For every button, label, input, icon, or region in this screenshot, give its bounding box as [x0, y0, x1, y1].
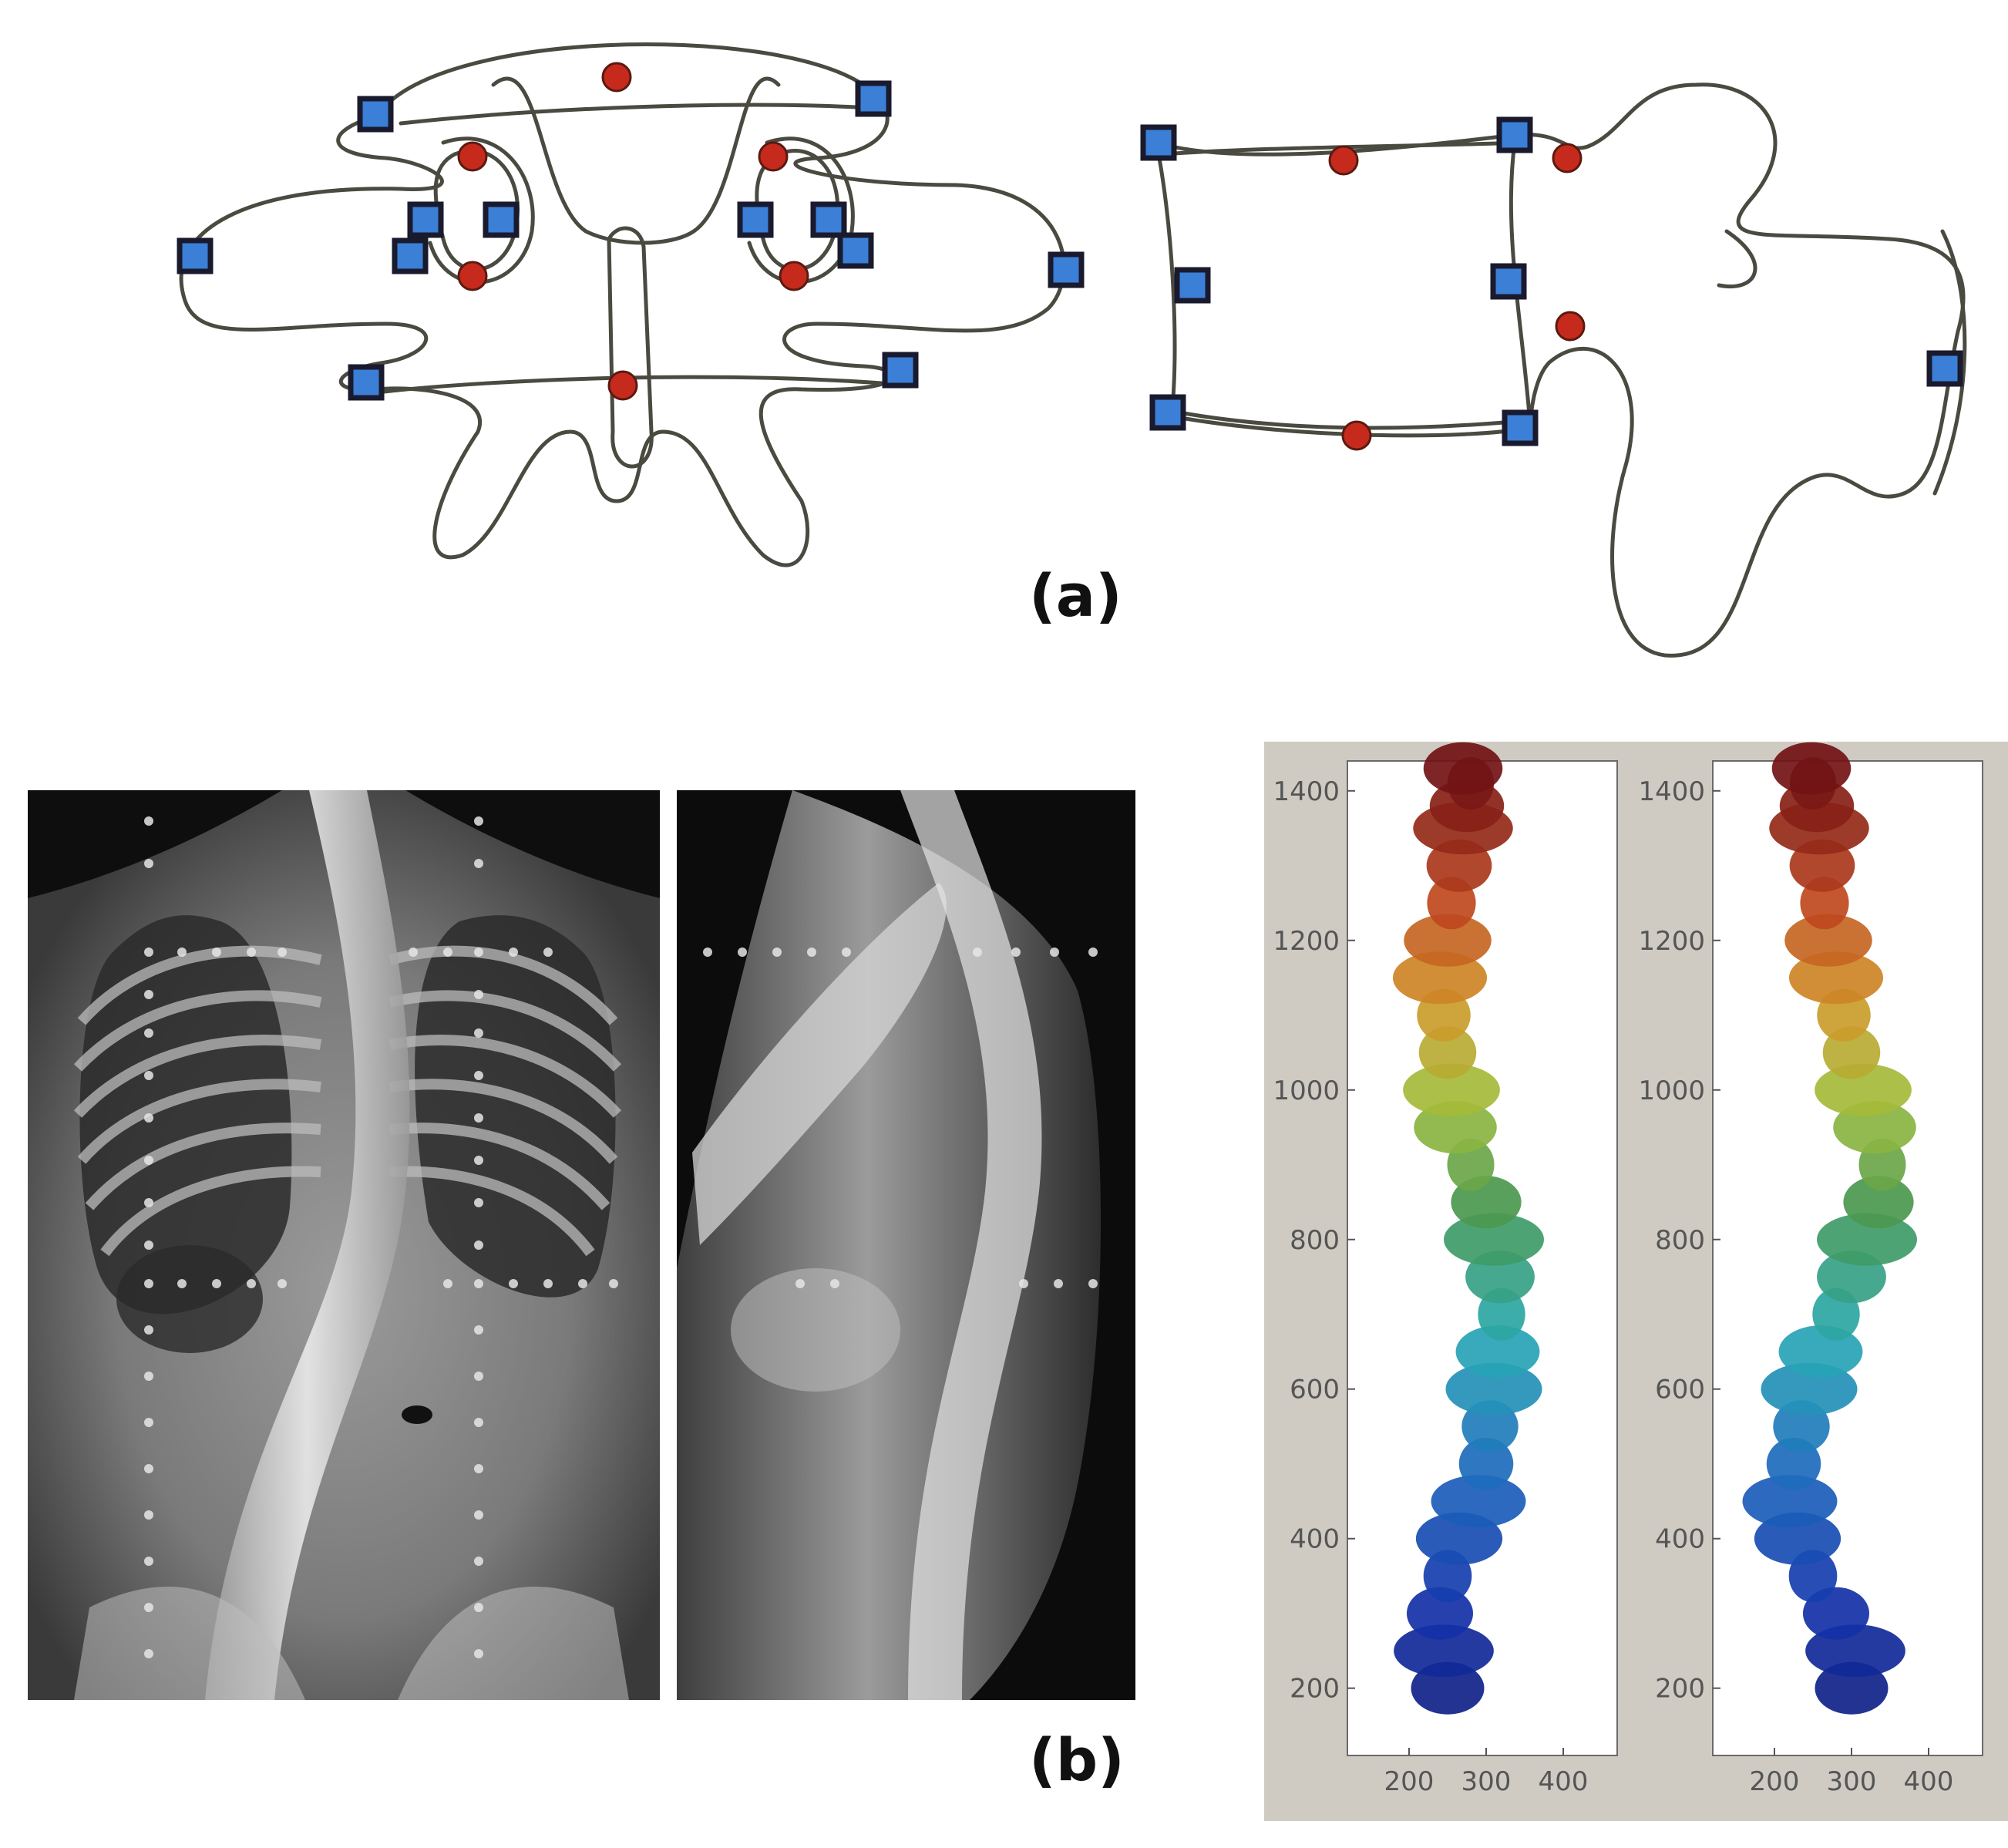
y-tick-label: 400	[1290, 1524, 1340, 1555]
y-tick-label: 1200	[1638, 926, 1705, 957]
lateral-facet-curve	[1717, 229, 1757, 288]
axial-right-pedicle-outer	[747, 136, 855, 284]
axial-canal	[491, 76, 781, 245]
y-tick-label: 600	[1655, 1375, 1705, 1405]
plot-2-marks	[1742, 742, 1917, 1715]
figure-label-a: (a)	[1029, 561, 1122, 630]
vertebra-point-cluster	[1843, 1176, 1914, 1229]
x-tick-label: 400	[1904, 1766, 1954, 1797]
spine-point-cloud-plots: 200 400 600 800 1000 1200 1400 200 300 400 200 400…	[1264, 742, 2008, 1821]
vertebra-point-cluster	[1815, 1063, 1912, 1116]
lateral-radiograph-svg	[677, 790, 1135, 1700]
round-landmark-marker	[457, 62, 1586, 451]
y-tick-label: 1200	[1273, 926, 1340, 957]
axial-right-pedicle-inner	[755, 149, 840, 271]
vertebra-point-cluster	[1445, 1362, 1542, 1415]
y-tick-label: 200	[1655, 1674, 1705, 1705]
y-tick-label: 1400	[1273, 776, 1340, 807]
axial-upper-bar	[399, 103, 873, 126]
vertebra-point-cluster	[1403, 1063, 1500, 1116]
vertebra-point-cluster	[1444, 1213, 1544, 1266]
frontal-radiograph	[28, 790, 660, 1700]
vertebra-point-cluster	[1742, 1475, 1838, 1528]
square-landmarks	[177, 80, 1963, 446]
vertebra-point-cluster	[1431, 1475, 1526, 1528]
plot-1-marks	[1392, 742, 1544, 1715]
x-tick-label: 300	[1827, 1766, 1877, 1797]
axial-spinous-process	[607, 226, 654, 469]
figure-label-b: (b)	[1029, 1725, 1125, 1794]
x-tick-label: 200	[1750, 1766, 1800, 1797]
vertebra-point-cluster	[1394, 1624, 1494, 1678]
point-cloud-plot-svg: 200 400 600 800 1000 1200 1400 200 300 400 200 400…	[1264, 742, 2008, 1821]
x-tick-label: 200	[1384, 1766, 1435, 1797]
vertebra-point-cluster	[1423, 742, 1503, 795]
vertebra-outline-svg	[177, 42, 1967, 658]
y-tick-label: 800	[1290, 1225, 1340, 1256]
lateral-lower-endplate	[1177, 410, 1532, 430]
y-tick-label: 800	[1655, 1225, 1705, 1256]
x-tick-label: 300	[1461, 1766, 1512, 1797]
y-tick-label: 1400	[1638, 776, 1705, 807]
lateral-spinous-tip	[1932, 229, 1967, 496]
vertebra-point-cluster	[1455, 1325, 1540, 1378]
y-tick-label: 1000	[1273, 1075, 1340, 1106]
vertebra-point-cluster	[1817, 1213, 1917, 1266]
y-tick-label: 1000	[1638, 1075, 1705, 1106]
plot-2-ticks: 200 400 600 800 1000 1200 1400 200 300 400	[1638, 776, 1953, 1797]
axial-left-pedicle-inner	[433, 149, 520, 271]
vertebra-point-cluster	[1784, 914, 1872, 967]
y-tick-label: 600	[1290, 1375, 1340, 1405]
axial-vertebra-outline	[179, 42, 1066, 567]
plot-1-ticks: 200 400 600 800 1000 1200 1400 200 300 400	[1273, 776, 1588, 1797]
lateral-radiograph	[677, 790, 1135, 1700]
vertebra-point-cluster	[1404, 914, 1492, 967]
x-tick-label: 400	[1539, 1766, 1589, 1797]
vertebra-point-cluster	[1418, 1026, 1477, 1079]
square-landmark-marker	[177, 80, 1963, 446]
y-tick-label: 400	[1655, 1524, 1705, 1555]
frontal-radiograph-svg	[28, 790, 660, 1700]
round-landmarks	[457, 62, 1586, 451]
panel-a-vertebra-drawings: (a)	[0, 0, 2008, 678]
y-tick-label: 200	[1290, 1674, 1340, 1705]
vertebra-point-cluster	[1771, 742, 1852, 795]
